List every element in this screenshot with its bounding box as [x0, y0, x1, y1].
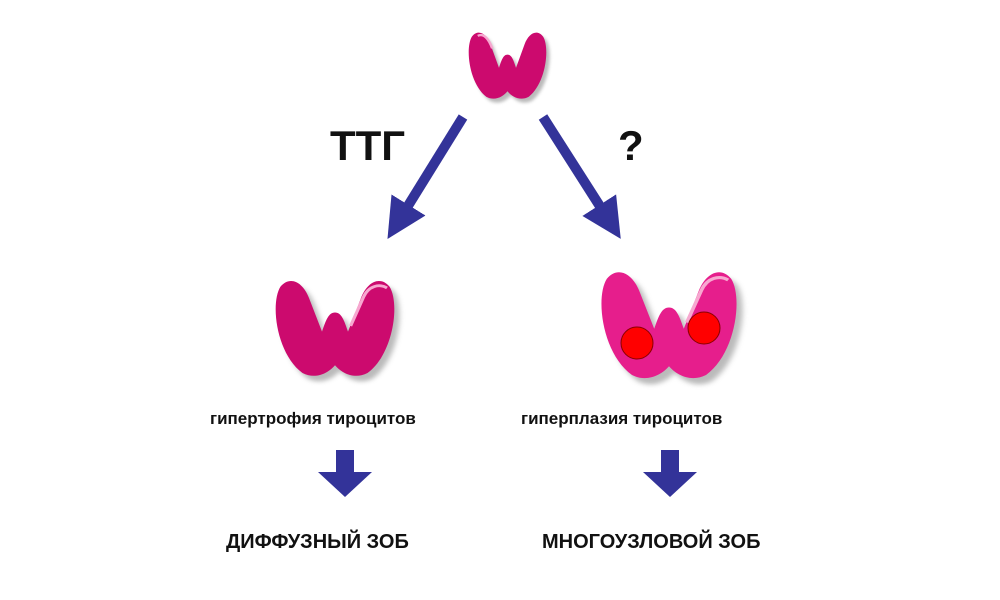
- tsh-label: ТТГ: [330, 122, 405, 169]
- thyroid-hyperplasia: [601, 272, 743, 385]
- down-arrow-left: [318, 450, 372, 497]
- down-arrow-right: [643, 450, 697, 497]
- nodule-2: [687, 311, 721, 345]
- thyroid-hypertrophy: [275, 280, 400, 382]
- question-label: ?: [618, 122, 644, 169]
- nodule-1: [620, 326, 654, 360]
- arrow-left: [387, 114, 468, 240]
- multinodular-goiter-label: МНОГОУЗЛОВОЙ ЗОБ: [542, 529, 761, 553]
- thyroid-top: [468, 32, 550, 103]
- hypertrophy-label: гипертрофия тироцитов: [210, 409, 416, 428]
- hyperplasia-label: гиперплазия тироцитов: [521, 409, 722, 428]
- diffuse-goiter-label: ДИФФУЗНЫЙ ЗОБ: [226, 529, 409, 553]
- arrow-right: [538, 114, 621, 239]
